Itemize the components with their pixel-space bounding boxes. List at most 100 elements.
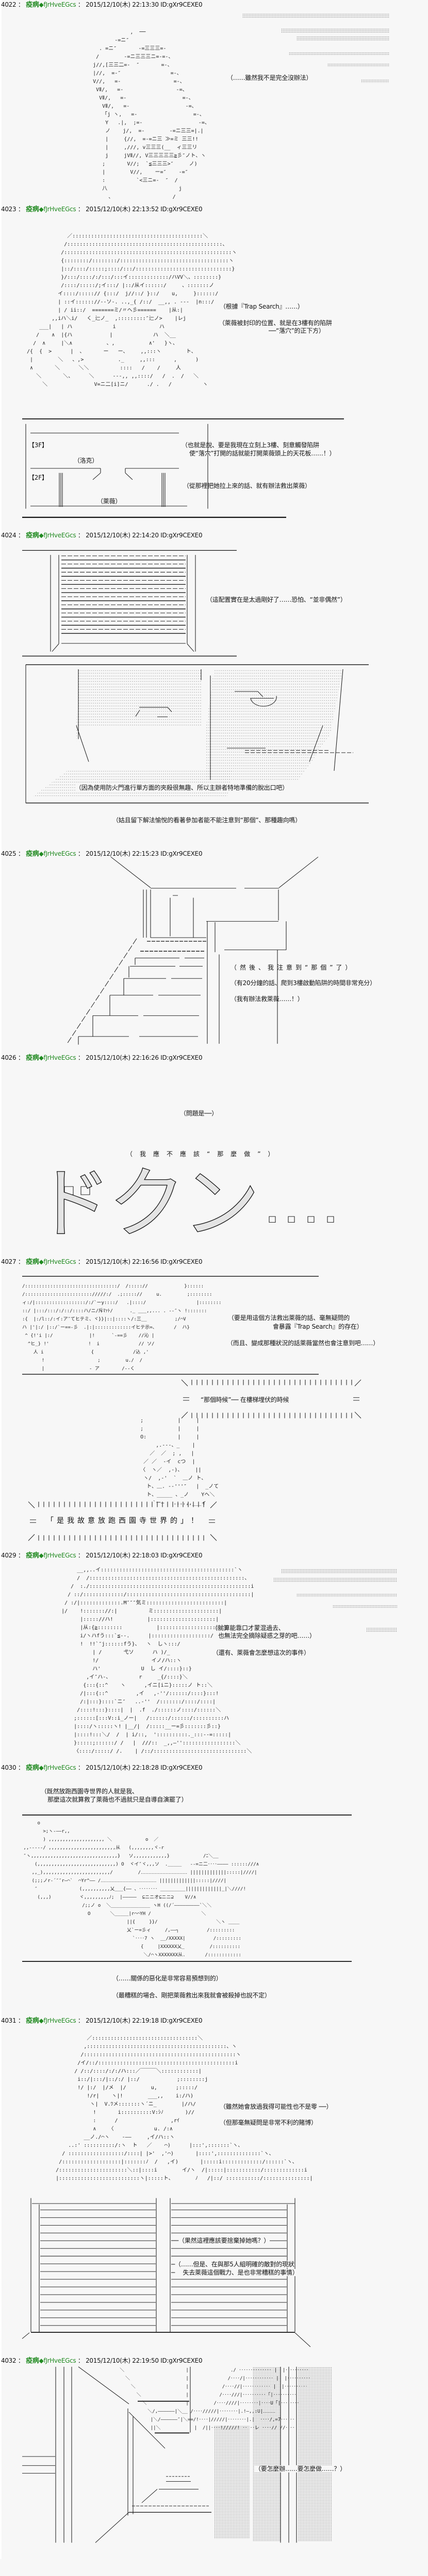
- poster-name: 疫病: [26, 2357, 39, 2365]
- panel-rules-4027: [22, 1276, 319, 1375]
- post-number[interactable]: 4030: [1, 1764, 17, 1771]
- monologue: ──（果然這裡應該要捨棄掉她嗎？）: [171, 2237, 270, 2244]
- post-number[interactable]: 4023: [1, 206, 17, 213]
- separator: ：: [76, 1258, 86, 1265]
- monologue: （但那毫無疑問是非常不利的賭博）: [220, 2119, 317, 2126]
- poster-trip: ◆fJrHveEGcs: [39, 532, 76, 539]
- character-art: ／:::::::::::::::::::::::::::::::::::::::…: [27, 233, 237, 387]
- post-id: ID:gXr9CEXE0: [160, 1764, 203, 1771]
- poster-name: 疫病: [26, 1, 39, 9]
- separator: ：: [76, 2017, 86, 2024]
- separator: ：: [16, 1, 26, 8]
- post-header: 4022 ： 疫病◆fJrHveEGcs ： 2015/12/10(木) 22:…: [1, 1, 203, 9]
- separator: ：: [16, 532, 26, 539]
- post-id: ID:gXr9CEXE0: [160, 1258, 203, 1265]
- poster-trip: ◆fJrHveEGcs: [39, 2357, 76, 2364]
- post-id: ID:gXr9CEXE0: [160, 850, 203, 857]
- post-number[interactable]: 4024: [1, 532, 17, 539]
- post-date: 2015/12/10(木) 22:19:18: [86, 2017, 159, 2024]
- poster-trip: ◆fJrHveEGcs: [39, 1258, 76, 1265]
- separator: ：: [76, 1, 86, 8]
- monologue: （還有、萊薇會怎麼想這次的事件）: [212, 1649, 310, 1656]
- post-header: 4023 ： 疫病◆fJrHveEGcs ： 2015/12/10(木) 22:…: [1, 206, 203, 213]
- burst-text: “那個時候”── 在樓梯埋伏的時候: [201, 1396, 289, 1403]
- separator: ：: [76, 2357, 86, 2364]
- sfx-heartbeat: ドクン: [34, 1159, 260, 1249]
- post-number[interactable]: 4031: [1, 2017, 17, 2024]
- post-number[interactable]: 4026: [1, 1054, 17, 1061]
- hatch: [333, 1605, 397, 1608]
- post-number[interactable]: 4032: [1, 2357, 17, 2364]
- post-date: 2015/12/10(木) 22:13:52: [86, 206, 159, 213]
- separator: ：: [16, 850, 26, 857]
- post-header: 4032 ： 疫病◆fJrHveEGcs ： 2015/12/10(木) 22:…: [1, 2357, 203, 2365]
- post-date: 2015/12/10(木) 22:19:50: [86, 2357, 159, 2364]
- poster-trip: ◆fJrHveEGcs: [39, 850, 76, 857]
- post-number[interactable]: 4029: [1, 1552, 17, 1559]
- post-id: ID:gXr9CEXE0: [160, 1552, 203, 1559]
- poster-name: 疫病: [26, 850, 39, 858]
- post-header: 4025 ： 疫病◆fJrHveEGcs ： 2015/12/10(木) 22:…: [1, 850, 203, 858]
- burst-tick: [181, 1379, 188, 1386]
- monologue: （也就是說、要是我現在立刻上3樓、刻意觸發陷阱: [182, 442, 320, 449]
- separator: ：: [76, 850, 86, 857]
- fire-door-panel: [25, 664, 369, 804]
- monologue: （這配置實在是太過剛好了……恐怕、“並非偶然”）: [206, 596, 347, 603]
- map-label-rock: （洛克）: [74, 457, 98, 464]
- post-date: 2015/12/10(木) 22:16:56: [86, 1258, 159, 1265]
- post-number[interactable]: 4027: [1, 1258, 17, 1265]
- monologue: （根據『Trap Search』……）: [220, 303, 304, 310]
- burst-tick: [210, 1534, 217, 1541]
- sfx-boxes: [64, 1186, 334, 1223]
- floor-label-2f: 【2F】: [28, 474, 48, 481]
- hatch: [297, 1594, 397, 1597]
- monologue: （……雖然我不是完全沒辦法）: [227, 74, 312, 81]
- monologue: （從那裡把她拉上來的話、就有辦法救出萊薇）: [183, 482, 311, 489]
- monologue: （我有辦法救萊薇……！）: [231, 995, 304, 1003]
- hatch: [289, 52, 389, 56]
- monologue: （我應不應該“那麼做”）: [126, 1150, 282, 1158]
- poster-trip: ◆fJrHveEGcs: [39, 206, 76, 213]
- character-art: /:::::::::::::::::::::::::::::::::/ /:::…: [22, 1284, 222, 1371]
- page-left-edge: [0, 0, 2, 2559]
- burst-tick: [354, 1379, 361, 1386]
- post-date: 2015/12/10(木) 22:16:26: [86, 1054, 159, 1061]
- wall-hatch: [214, 2426, 250, 2539]
- post-number[interactable]: 4022: [1, 1, 17, 8]
- poster-trip: ◆fJrHveEGcs: [39, 1054, 76, 1061]
- post-id: ID:gXr9CEXE0: [160, 2017, 203, 2024]
- monologue: ─（……但是、在與那5人組明確的敵對的現狀: [171, 2261, 294, 2268]
- map-label-raiwei: （萊薇）: [97, 498, 122, 505]
- character-art: ／::::::::::::::::::::::::::::::::::＼ ,::…: [56, 2036, 313, 2181]
- monologue: 也無法完全摘除疑惑之芽的吧……）: [218, 1632, 316, 1639]
- speech-burst-2: [28, 1501, 217, 1541]
- burst-text: 「是我故意放跑西園寺世界的」！: [46, 1517, 201, 1525]
- post-date: 2015/12/10(木) 22:14:20: [86, 532, 159, 539]
- post-header: 4029 ： 疫病◆fJrHveEGcs ： 2015/12/10(木) 22:…: [1, 1552, 203, 1560]
- staircase-drawing: [67, 856, 319, 1045]
- post-date: 2015/12/10(木) 22:15:23: [86, 850, 159, 857]
- post-date: 2015/12/10(木) 22:13:30: [86, 1, 159, 8]
- monologue: ─ 失去萊薇這個戰力、是也非常糟糕的事情）: [171, 2269, 299, 2276]
- post-header: 4027 ： 疫病◆fJrHveEGcs ： 2015/12/10(木) 22:…: [1, 1258, 203, 1266]
- monologue: （因為使用防火門進行單方面的夾殺很無趣、所以主辦者特地準備的脫出口吧）: [75, 784, 289, 791]
- monologue: （雖然她會放過我得可能性也不是零 ──）: [220, 2103, 333, 2110]
- post-date: 2015/12/10(木) 22:18:28: [86, 1764, 159, 1771]
- post-number[interactable]: 4025: [1, 850, 17, 857]
- post-id: ID:gXr9CEXE0: [160, 2357, 203, 2364]
- poster-name: 疫病: [26, 1764, 39, 1772]
- separator: ：: [76, 206, 86, 213]
- monologue: （既然放跑西園寺世界的人就是我、: [41, 1788, 138, 1795]
- monologue: （……關係的惡化是非常容易預想到的）: [112, 1975, 222, 1982]
- wall-hatch: [253, 2367, 281, 2541]
- monologue: （萊薇被封印的位置、就是在3樓有的陷阱: [219, 319, 332, 327]
- poster-name: 疫病: [26, 532, 39, 539]
- monologue: 那麼這次就算救了萊薇也不過就只是自導自演罷了）: [47, 1796, 188, 1803]
- burst-tick: [28, 1534, 35, 1541]
- character-art: __,,..イ:::::::::::::::::::::::::::::::::…: [61, 1567, 254, 1754]
- panel-rules-4030: [22, 1814, 352, 1962]
- hatch: [361, 79, 389, 83]
- post-id: ID:gXr9CEXE0: [160, 1054, 203, 1061]
- burst-tick: [28, 1501, 35, 1509]
- post-header: 4026 ： 疫病◆fJrHveEGcs ： 2015/12/10(木) 22:…: [1, 1054, 203, 1062]
